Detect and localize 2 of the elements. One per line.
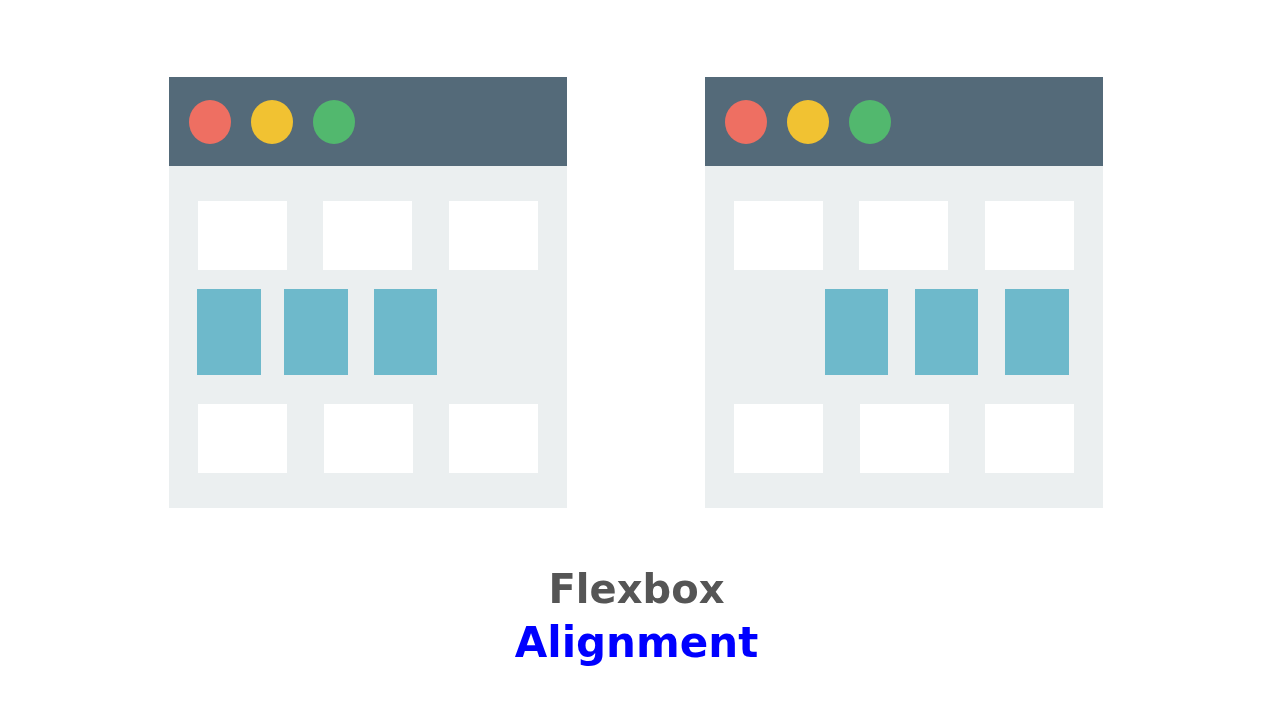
subheading-text: Alignment — [514, 618, 759, 667]
heading-text: Flexbox — [548, 566, 725, 612]
